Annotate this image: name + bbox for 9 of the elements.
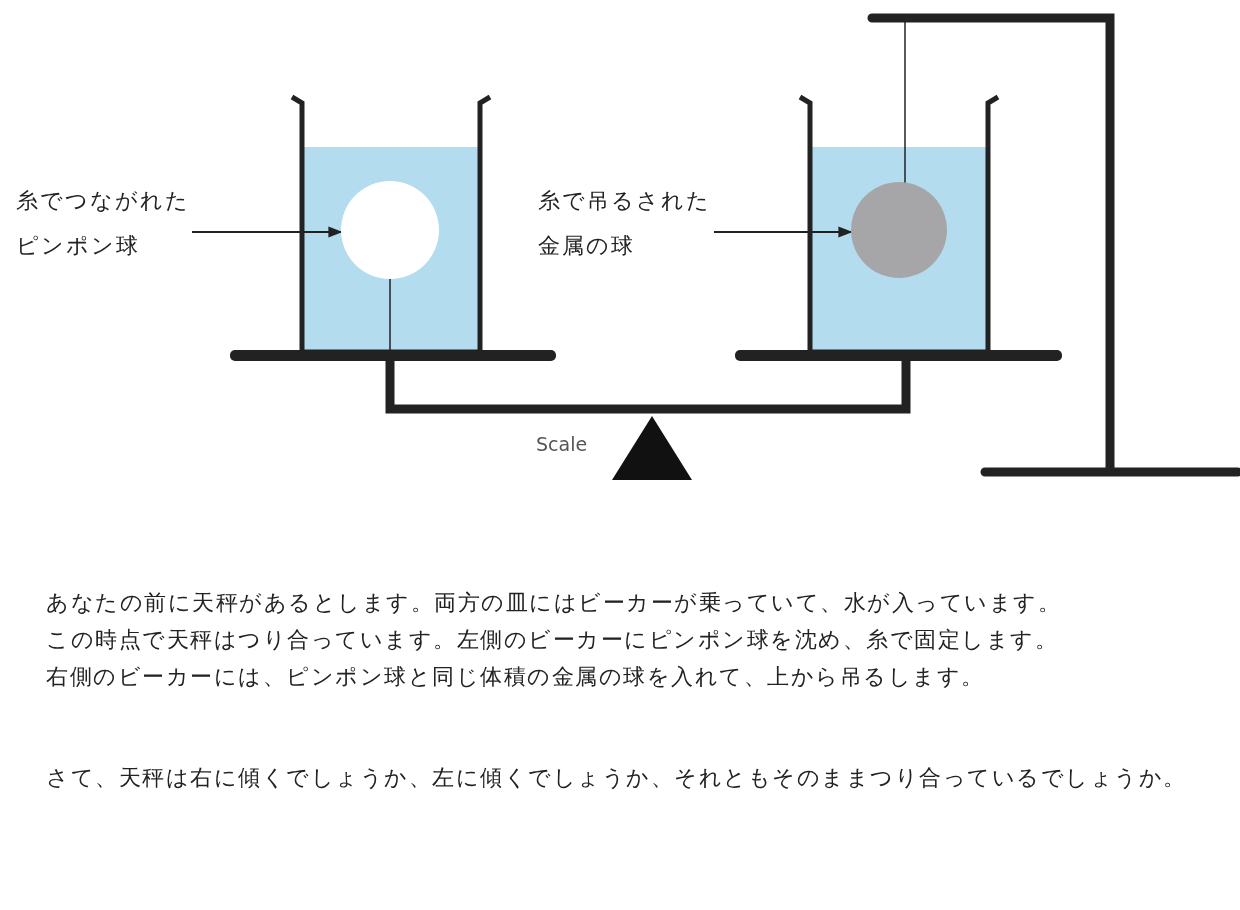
question-text: 右側のビーカーには、ピンポン球と同じ体積の金属の球を入れて、上から吊るします。	[46, 663, 985, 691]
arrow	[713, 226, 853, 238]
ball-caption: 糸で吊るされた金属の球	[538, 187, 712, 260]
question-text: この時点で天秤はつり合っています。左側のビーカーにピンポン球を沈め、糸で固定します。	[46, 626, 1058, 654]
arrow	[191, 226, 343, 238]
question-text: さて、天秤は右に傾くでしょうか、左に傾くでしょうか、それともそのままつり合っているでしょうか。	[46, 764, 1187, 792]
question-text: あなたの前に天秤があるとします。両方の皿にはビーカーが乗っていて、水が入っています。	[46, 589, 1061, 617]
ball-caption: 糸でつながれたピンポン球	[16, 187, 191, 260]
scale-label: Scale	[536, 433, 588, 455]
